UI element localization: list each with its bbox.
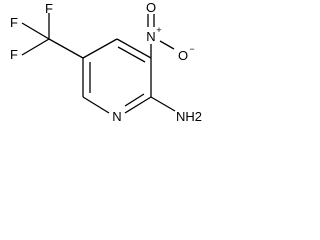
nitro-oxygen-top-label: O	[146, 0, 156, 15]
atom-labels: F F F O N + O − N NH2	[10, 0, 202, 124]
ring-nitrogen-label: N	[112, 109, 121, 124]
bond-c3-c4-inner	[117, 46, 146, 63]
pyridine-ring	[82, 38, 152, 114]
amine-label: NH2	[176, 109, 202, 124]
bond-n1-c2-inner	[124, 93, 145, 107]
fluorine-top-label: F	[45, 1, 53, 16]
fluorine-bottom-label: F	[10, 47, 18, 62]
bond-c-f-left	[21, 22, 50, 40]
bond-c6-n1	[82, 96, 110, 114]
nitro-oxygen-right-label: O	[178, 48, 188, 63]
bond-c5-cf3	[48, 38, 84, 59]
bond-n-o-right	[159, 40, 175, 50]
nitro-minus-charge: −	[189, 44, 194, 54]
bond-c-f-bottom	[21, 38, 50, 56]
nitro-nitrogen-label: N	[146, 29, 155, 44]
substituent-bonds	[21, 13, 176, 112]
bond-c3-c4	[116, 38, 152, 59]
fluorine-left-label: F	[10, 15, 18, 30]
chemical-structure: F F F O N + O − N NH2	[10, 0, 202, 124]
bond-c2-amine	[150, 96, 176, 112]
bond-c4-c5	[82, 38, 118, 59]
bond-n1-c2	[124, 96, 152, 114]
nitro-plus-charge: +	[156, 25, 161, 35]
